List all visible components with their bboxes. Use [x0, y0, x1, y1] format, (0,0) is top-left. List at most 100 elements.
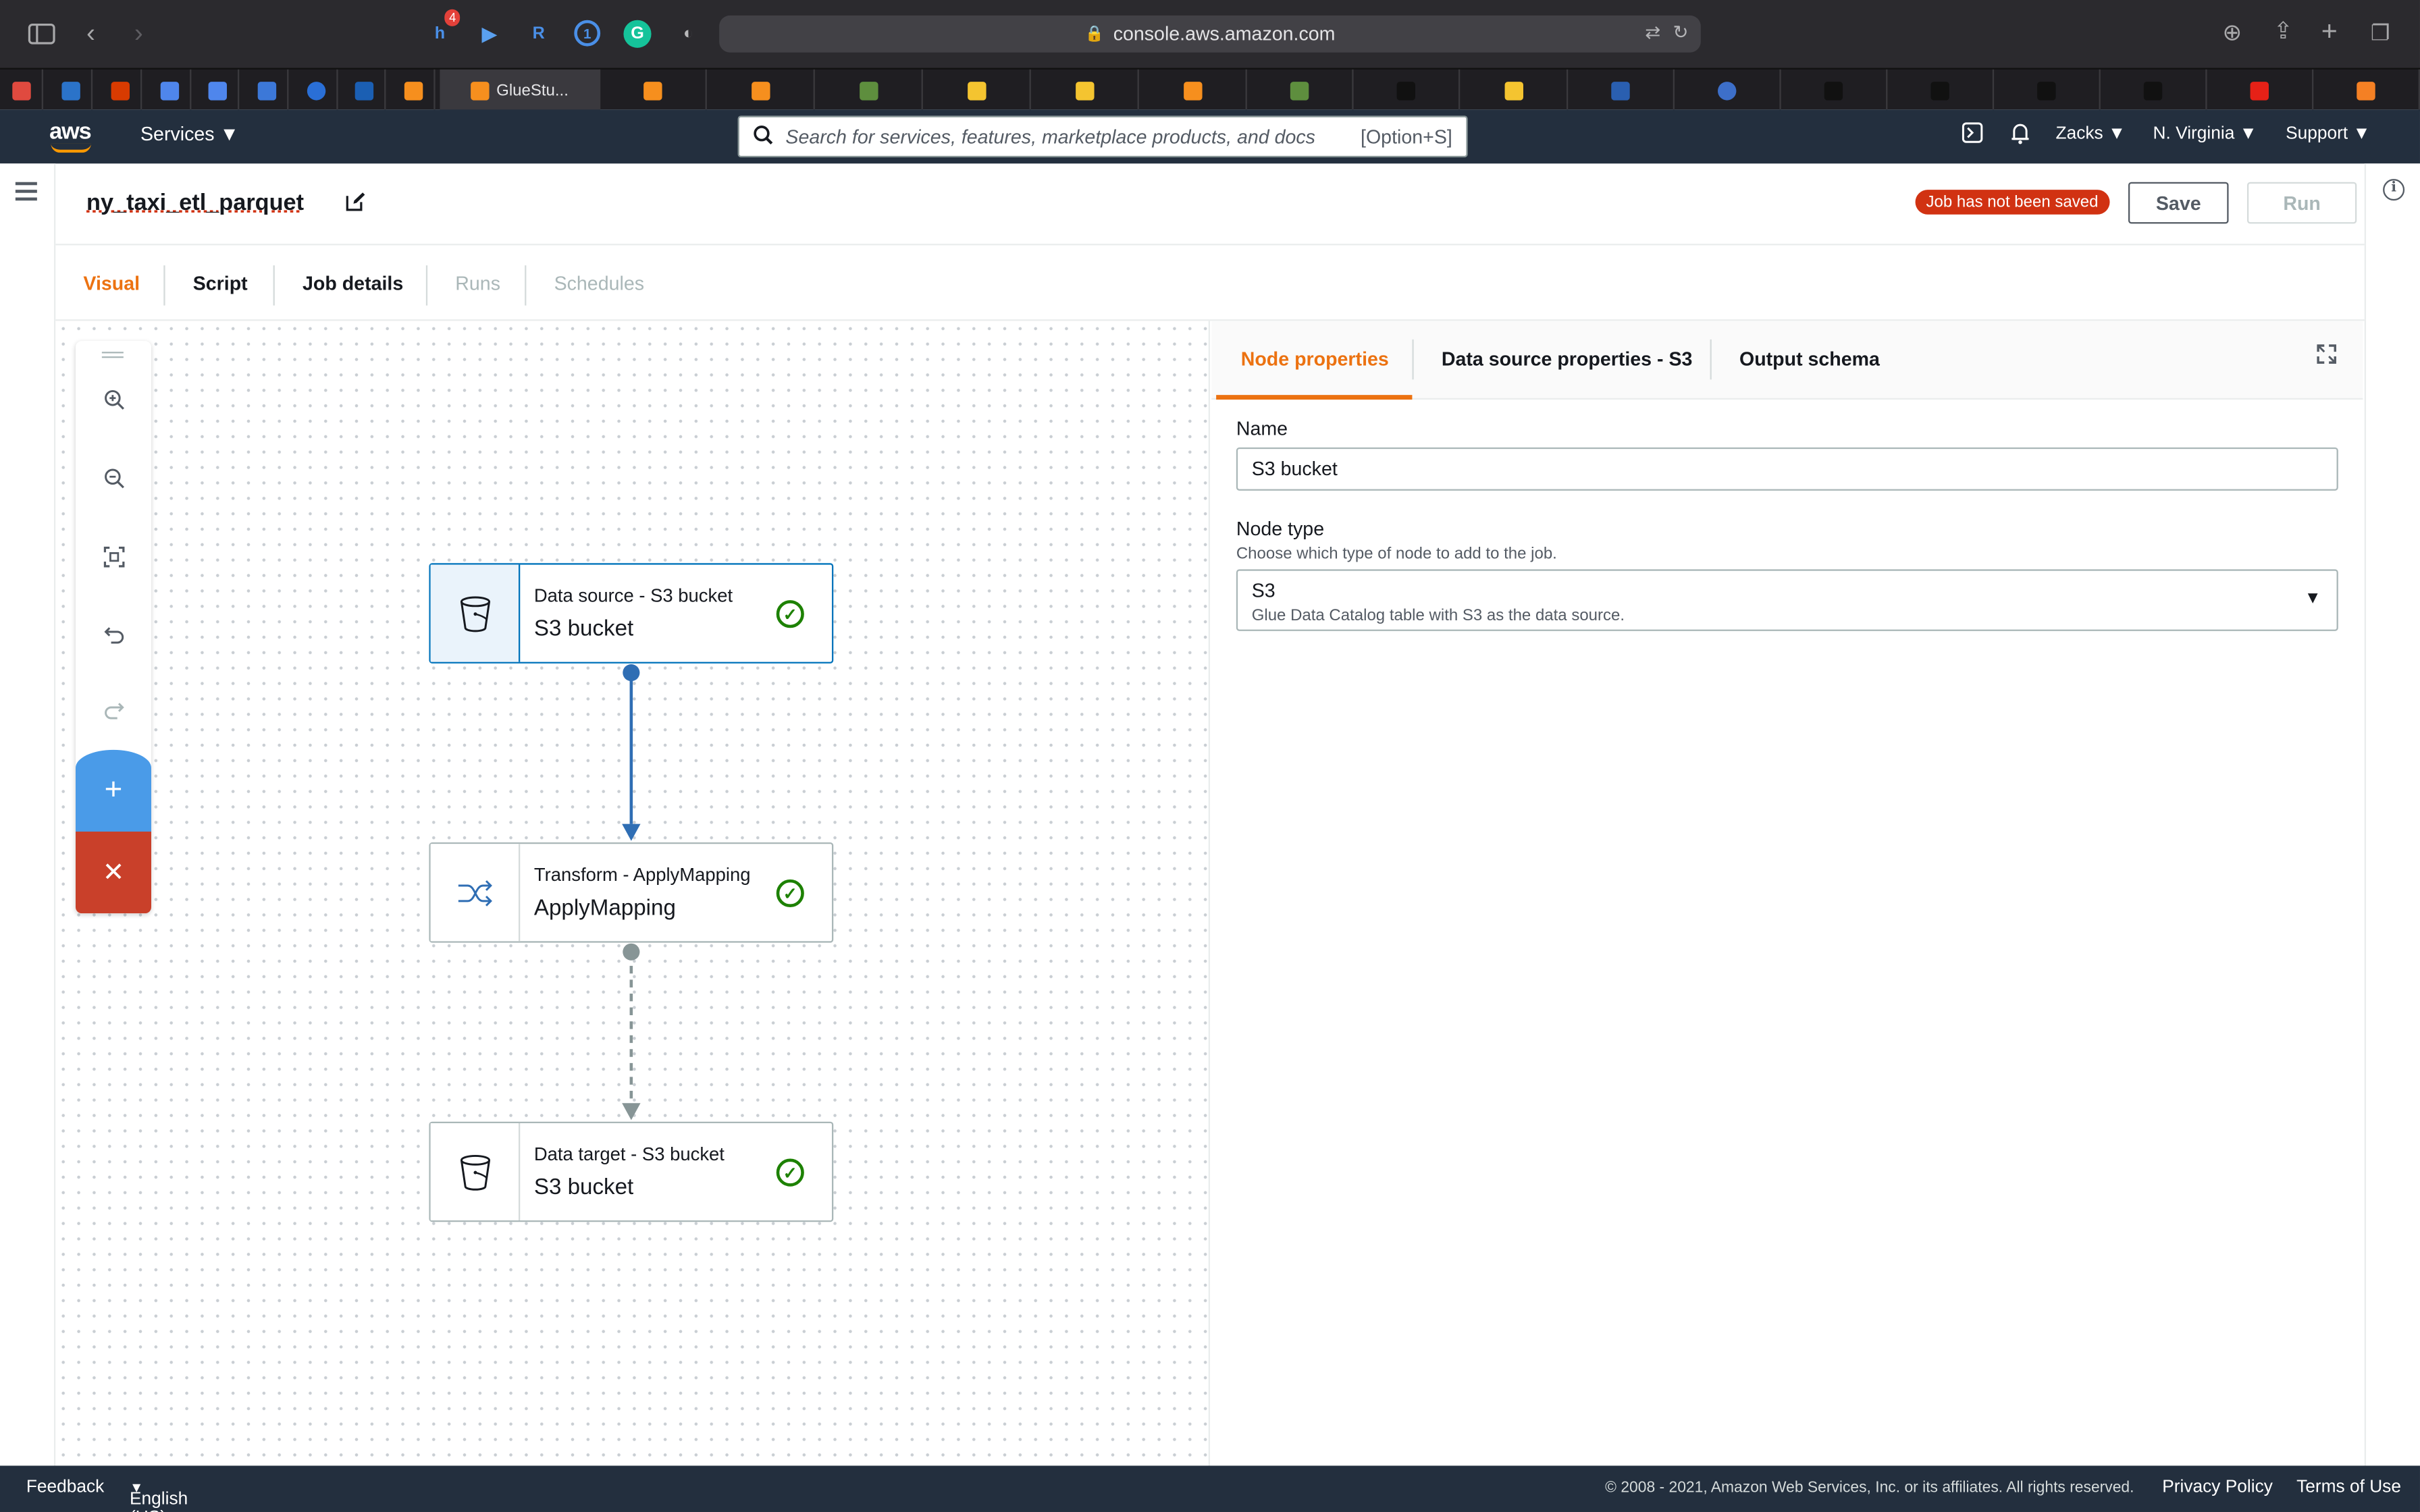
tab-app-3[interactable]: [342, 69, 386, 111]
tab-schedules[interactable]: Schedules: [554, 273, 644, 295]
add-node-icon[interactable]: +: [75, 749, 151, 832]
edit-name-icon[interactable]: [346, 191, 366, 216]
app-favicon: [1611, 80, 1630, 100]
region-menu[interactable]: N. Virginia ▼: [2153, 125, 2257, 144]
redo-icon[interactable]: [76, 679, 151, 740]
node-transform[interactable]: Transform - ApplyMapping ApplyMapping ✓: [429, 842, 834, 943]
node-data-target[interactable]: Data target - S3 bucket S3 bucket ✓: [429, 1121, 834, 1222]
delete-node-icon[interactable]: ✕: [75, 831, 151, 914]
tab-output-schema[interactable]: Output schema: [1739, 348, 1880, 371]
tab-app-1[interactable]: [245, 69, 289, 111]
zoom-in-icon[interactable]: [76, 369, 151, 430]
password-manager-icon[interactable]: 1: [574, 20, 601, 47]
node-type-value-description: Glue Data Catalog table with S3 as the d…: [1251, 606, 1625, 625]
new-tab-icon[interactable]: +: [2321, 15, 2338, 47]
tab-runs[interactable]: Runs: [455, 273, 500, 295]
job-name: ny_taxi_etl_parquet: [86, 190, 305, 216]
tab-dark-1[interactable]: [1354, 69, 1461, 111]
lock-icon: 🔒: [1084, 25, 1104, 43]
visual-canvas[interactable]: + ✕ Data source - S3 bucket S3 bucket ✓: [55, 321, 1210, 1466]
undo-icon[interactable]: [76, 603, 151, 665]
tab-youtube[interactable]: [2207, 69, 2314, 111]
tab-app-7[interactable]: [1247, 69, 1354, 111]
privacy-policy-link[interactable]: Privacy Policy: [2162, 1478, 2273, 1497]
tab-app-4[interactable]: [815, 69, 923, 111]
save-button[interactable]: Save: [2128, 182, 2229, 224]
tab-outlook[interactable]: [49, 69, 93, 111]
drag-handle-icon[interactable]: [101, 352, 124, 361]
active-tab-label: GlueStu...: [496, 80, 569, 100]
extension-play-icon[interactable]: ▶: [481, 23, 497, 45]
downloads-icon[interactable]: ⊕: [2222, 20, 2242, 47]
account-menu[interactable]: Zacks ▼: [2055, 125, 2126, 144]
back-icon[interactable]: ‹: [86, 18, 95, 48]
tab-gmail[interactable]: [0, 69, 43, 111]
tab-app-5[interactable]: [923, 69, 1031, 111]
tab-dark-3[interactable]: [1887, 69, 1995, 111]
tab-aws-3[interactable]: [707, 69, 815, 111]
app-favicon: [1930, 80, 1949, 100]
tab-visual[interactable]: Visual: [83, 273, 140, 295]
share-icon[interactable]: ⇪: [2273, 18, 2293, 45]
tab-dark-2[interactable]: [1781, 69, 1888, 111]
search-icon: [753, 124, 773, 149]
tab-data-source-properties[interactable]: Data source properties - S3: [1441, 348, 1693, 371]
tab-overview-icon[interactable]: ❐: [2370, 20, 2390, 45]
tab-node-properties[interactable]: Node properties: [1240, 348, 1389, 371]
search-input[interactable]: Search for services, features, marketpla…: [785, 126, 1315, 148]
terms-of-use-link[interactable]: Terms of Use: [2296, 1478, 2401, 1497]
app-favicon: [1074, 80, 1094, 100]
support-menu[interactable]: Support ▼: [2286, 125, 2371, 144]
app-favicon: [2143, 80, 2163, 100]
translate-icon[interactable]: ⇄: [1645, 21, 1661, 43]
console-search[interactable]: Search for services, features, marketpla…: [737, 115, 1468, 158]
tab-stackoverflow[interactable]: [2313, 69, 2420, 111]
address-bar[interactable]: 🔒 console.aws.amazon.com ⇄ ↻: [719, 15, 1701, 53]
tab-app-8[interactable]: [1460, 69, 1569, 111]
app-favicon: [858, 80, 878, 100]
info-icon[interactable]: i: [2383, 179, 2405, 201]
tab-dark-4[interactable]: [1994, 69, 2101, 111]
menu-icon[interactable]: [15, 182, 37, 205]
tab-aws-4[interactable]: [1139, 69, 1247, 111]
tab-dark-5[interactable]: [2101, 69, 2207, 111]
tab-aws-2[interactable]: [600, 69, 707, 111]
privacy-shield-icon[interactable]: ◐: [683, 24, 694, 43]
tab-job-details[interactable]: Job details: [302, 273, 404, 295]
translate-favicon: [207, 80, 226, 100]
tab-script[interactable]: Script: [192, 273, 248, 295]
aws-glue-favicon: [1182, 80, 1202, 100]
tab-aws-1[interactable]: [392, 69, 436, 111]
tab-app-10[interactable]: [1675, 69, 1781, 111]
services-menu[interactable]: Services ▼: [140, 123, 239, 145]
tab-app-2[interactable]: [295, 69, 338, 111]
outlook-icon: [61, 80, 80, 100]
tab-translate-1[interactable]: [148, 69, 192, 111]
tab-translate-2[interactable]: [196, 69, 240, 111]
sidebar-toggle-icon[interactable]: [28, 23, 55, 48]
run-button[interactable]: Run: [2246, 182, 2357, 224]
tab-office[interactable]: [99, 69, 142, 111]
check-circle-icon: ✓: [776, 879, 804, 907]
notifications-bell-icon[interactable]: [2009, 122, 2031, 150]
reload-icon[interactable]: ↻: [1673, 21, 1689, 43]
check-circle-icon: ✓: [776, 1158, 804, 1187]
grammarly-icon[interactable]: G: [623, 20, 652, 48]
feedback-link[interactable]: Feedback: [26, 1478, 105, 1497]
fit-view-icon[interactable]: [76, 526, 151, 587]
extension-r-icon[interactable]: R: [532, 24, 545, 43]
extension-icon[interactable]: h: [434, 24, 446, 43]
node-data-source[interactable]: Data source - S3 bucket S3 bucket ✓: [429, 563, 834, 664]
tab-app-6[interactable]: [1031, 69, 1139, 111]
language-selector[interactable]: English (US) ▼: [130, 1478, 188, 1512]
cloudshell-icon[interactable]: [1962, 122, 1983, 148]
tab-app-9[interactable]: [1568, 69, 1675, 111]
tab-gluestudio-active[interactable]: GlueStu...: [440, 69, 601, 111]
name-field[interactable]: S3 bucket: [1236, 447, 2338, 491]
expand-icon[interactable]: [2317, 344, 2337, 369]
node-type-select[interactable]: S3 Glue Data Catalog table with S3 as th…: [1236, 569, 2338, 631]
aws-logo[interactable]: aws: [49, 118, 92, 145]
zoom-out-icon[interactable]: [76, 448, 151, 509]
active-tab-indicator: [1216, 395, 1413, 400]
forward-icon[interactable]: ›: [134, 18, 143, 48]
